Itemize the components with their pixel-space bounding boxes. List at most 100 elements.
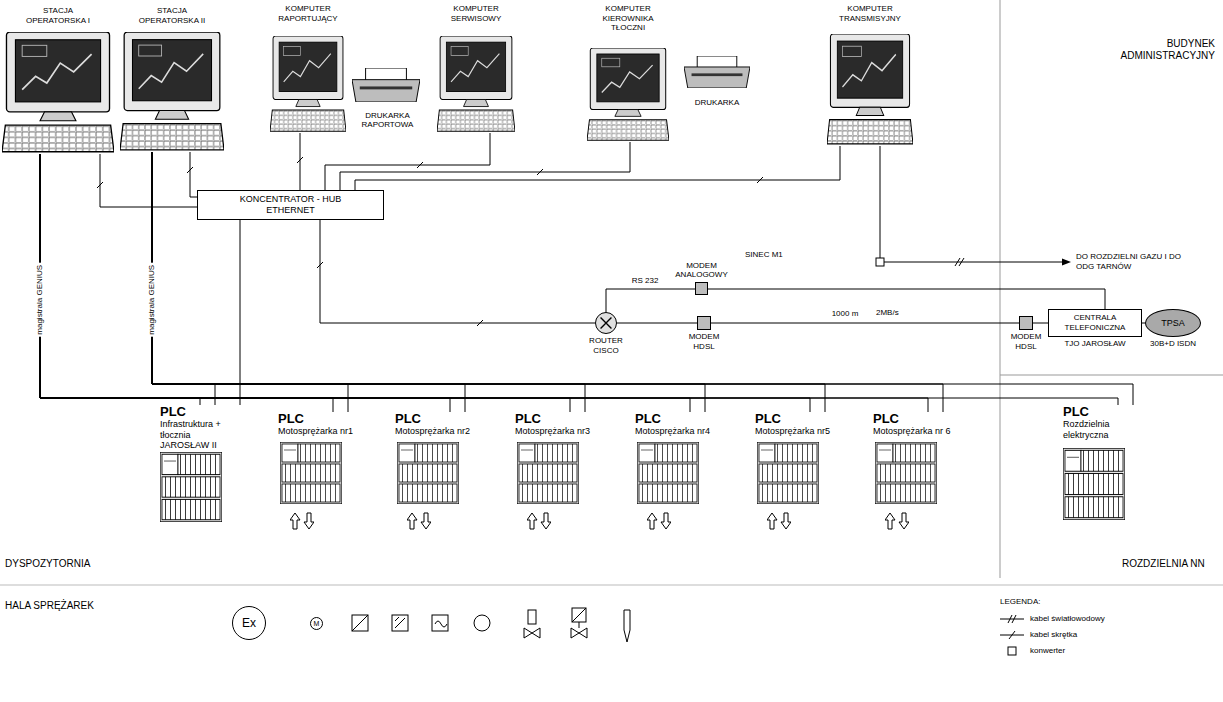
printer-label: DRUKARKA RAPORTOWA [357, 111, 419, 130]
plc-name: Motosprężarka nr2 [395, 426, 493, 436]
area-label: SINEC M1 [745, 250, 783, 260]
computer-label: KOMPUTER RAPORTUJĄCY [271, 4, 345, 23]
plc-name: Motosprężarka nr1 [278, 426, 376, 436]
cable-line [152, 152, 1133, 405]
edge-label: RS 232 [630, 276, 661, 286]
cable-line [711, 323, 1019, 324]
legend-text: konwerter [1030, 646, 1065, 656]
cable-line [100, 154, 197, 207]
plc-name: Infrastruktura + tłocznia JAROSŁAW II [160, 419, 228, 450]
node-rt: ROUTER CISCO [595, 312, 617, 334]
node-text: M [314, 620, 320, 627]
cable-line [708, 289, 1105, 309]
edge-label: magistrala GENIUS [147, 263, 157, 337]
device-label: ROUTER CISCO [583, 336, 629, 355]
area-label: DO ROZDZIELNI GAZU I DO ODG TARNÓW [1076, 252, 1186, 271]
node-plc: PLCMotosprężarka nr1 [278, 412, 378, 507]
box-text: TPSA [1161, 318, 1185, 329]
area-label: 2MB/s [876, 308, 899, 318]
node-plc: PLCMotosprężarka nr3 [515, 412, 615, 507]
printer-label: DRUKARKA [686, 98, 748, 108]
box-sublabel: 30B+D ISDN [1138, 339, 1208, 349]
cable-line [325, 133, 490, 190]
plc-title: PLC [515, 412, 615, 426]
node-ell: TPSA30B+D ISDN [1145, 309, 1201, 337]
legend-text: kabel światłowodowy [1030, 614, 1105, 624]
node-cen: CENTRALA TELEFONICZNATJO JAROSŁAW [1048, 309, 1142, 337]
box-sublabel: TJO JAROSŁAW [1050, 339, 1140, 349]
node-ex: Ex [232, 606, 266, 640]
node-plc: PLCMotosprężarka nr 6 [873, 412, 973, 507]
cable-line [606, 289, 695, 312]
plc-name: Motosprężarka nr5 [755, 426, 853, 436]
node-sq: MODEM HDSL [1019, 316, 1033, 330]
cable-line [152, 152, 705, 412]
edge-label: magistrala GENIUS [35, 263, 45, 337]
plc-name: Motosprężarka nr3 [515, 426, 613, 436]
plc-title: PLC [1063, 405, 1153, 419]
cable-line [355, 146, 840, 190]
plc-name: Motosprężarka nr4 [635, 426, 733, 436]
plc-title: PLC [873, 412, 973, 426]
computer-label: KOMPUTER KIEROWNIKA TŁOCZNI [596, 4, 660, 33]
box-text: CENTRALA TELEFONICZNA [1053, 313, 1137, 332]
legend-text: kabel skrętka [1030, 630, 1077, 640]
node-pc: KOMPUTER SERWISOWY [435, 4, 517, 133]
cable-line [240, 220, 241, 405]
node-plc: PLCMotosprężarka nr4 [635, 412, 735, 507]
cable-line [40, 154, 810, 412]
computer-label: STACJA OPERATORSKA II [130, 6, 214, 25]
area-label: ROZDZIELNIA NN [1122, 558, 1205, 570]
cable-line [320, 220, 595, 323]
cable-line [300, 133, 301, 190]
node-sq: MODEM HDSL [697, 316, 711, 330]
node-sq: MODEM ANALOGOWY [695, 282, 708, 295]
node-prn: DRUKARKA [678, 54, 756, 108]
cable-line [340, 142, 630, 190]
router-symbol [596, 313, 616, 333]
node-prn: DRUKARKA RAPORTOWA [345, 66, 430, 130]
computer-label: KOMPUTER SERWISOWY [443, 4, 509, 23]
node-pc: KOMPUTER KIEROWNIKA TŁOCZNI [585, 4, 671, 142]
area-label: LEGENDA: [1000, 597, 1040, 607]
node-text: KONCENTRATOR - HUB ETHERNET [228, 194, 353, 216]
node-plc: PLCRozdzielnia elektryczna [1063, 405, 1153, 523]
plc-title: PLC [278, 412, 378, 426]
node-pc: STACJA OPERATORSKA I [2, 6, 114, 154]
cable-line [40, 154, 450, 412]
node-plc: PLCMotosprężarka nr5 [755, 412, 855, 507]
cable-line [152, 152, 585, 412]
node-box: KONCENTRATOR - HUB ETHERNET [197, 190, 384, 220]
edge-label: 1000 m [830, 309, 861, 319]
cable-line [40, 154, 200, 405]
cable-line [152, 152, 465, 412]
cable-line [1033, 323, 1048, 324]
cable-line [190, 152, 197, 197]
plc-name: Rozdzielnia elektryczna [1063, 419, 1125, 440]
device-label: MODEM ANALOGOWY [671, 261, 733, 280]
node-pc: STACJA OPERATORSKA II [118, 6, 226, 152]
plc-title: PLC [160, 405, 255, 419]
device-label: MODEM HDSL [1003, 332, 1049, 351]
cable-line [40, 154, 1118, 405]
cable-line [152, 152, 943, 412]
node-plc: PLCMotosprężarka nr2 [395, 412, 495, 507]
plc-name: Motosprężarka nr 6 [873, 426, 971, 436]
cable-line [617, 323, 697, 324]
cable-line [152, 152, 825, 412]
cable-line [40, 154, 570, 412]
node-text: Ex [242, 616, 256, 630]
node-pc: KOMPUTER TRANSMISYJNY [825, 4, 915, 146]
plc-title: PLC [395, 412, 495, 426]
node-pc: KOMPUTER RAPORTUJĄCY [268, 4, 348, 133]
plc-title: PLC [755, 412, 855, 426]
area-label: HALA SPRĘŻAREK [5, 600, 94, 612]
plc-title: PLC [635, 412, 735, 426]
cable-line [40, 154, 928, 412]
computer-label: KOMPUTER TRANSMISYJNY [830, 4, 910, 23]
device-label: MODEM HDSL [681, 332, 727, 351]
area-label: BUDYNEK ADMINISTRACYJNY [1113, 38, 1215, 62]
node-plc: PLCInfrastruktura + tłocznia JAROSŁAW II [160, 405, 255, 523]
area-label: DYSPOZYTORNIA [5, 558, 90, 570]
